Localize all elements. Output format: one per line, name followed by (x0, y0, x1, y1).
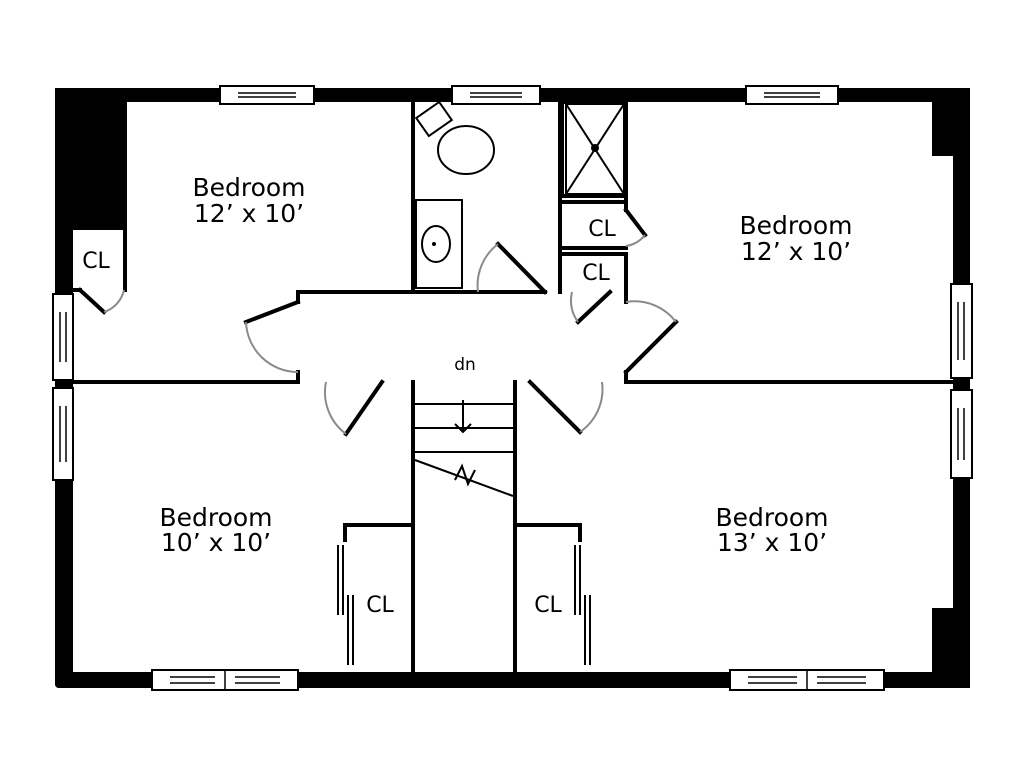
doors (77, 207, 679, 665)
room-dims-se: 13’ x 10’ (717, 528, 827, 557)
room-name-se: Bedroom (715, 503, 828, 532)
window-top-right (745, 85, 839, 105)
window-left-lower (52, 387, 74, 481)
room-name-nw: Bedroom (192, 173, 305, 202)
window-right-lower (950, 389, 973, 479)
window-bottom-right (729, 669, 885, 691)
closet-label-se: CL (534, 593, 562, 618)
closet-label-nw: CL (82, 249, 110, 274)
room-dims-nw: 12’ x 10’ (194, 199, 304, 228)
stairs-label: dn (454, 355, 476, 375)
labels: Bedroom 12’ x 10’ Bedroom 12’ x 10’ Bedr… (82, 173, 852, 618)
closet-label-center-lower: CL (582, 261, 610, 286)
window-top-left (219, 85, 315, 105)
room-dims-sw: 10’ x 10’ (161, 528, 271, 557)
window-right-upper (950, 283, 973, 379)
room-name-ne: Bedroom (739, 211, 852, 240)
stairs (414, 400, 514, 497)
window-left-upper (52, 293, 74, 381)
sink (415, 199, 463, 289)
shower (565, 103, 625, 195)
room-name-sw: Bedroom (159, 503, 272, 532)
interior-walls (71, 100, 955, 674)
room-dims-ne: 12’ x 10’ (741, 237, 851, 266)
window-bottom-left (151, 669, 299, 691)
windows (52, 85, 973, 691)
bathroom-fixtures (414, 100, 625, 289)
window-top-bath (451, 85, 541, 105)
toilet (414, 100, 495, 175)
closet-label-sw: CL (366, 593, 394, 618)
closet-label-center-upper: CL (588, 217, 616, 242)
